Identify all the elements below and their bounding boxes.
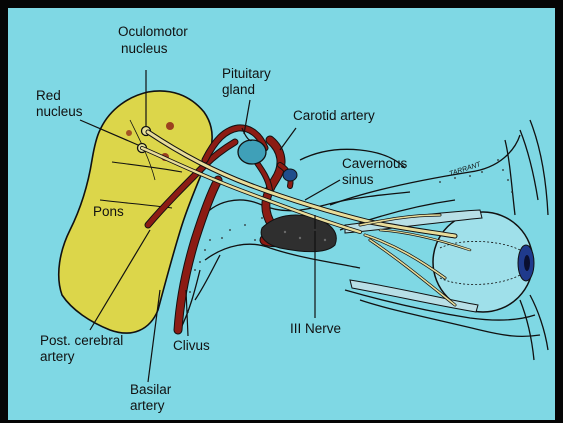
label-iii-nerve: III Nerve (290, 321, 341, 336)
eyeball (433, 212, 534, 312)
label-clivus: Clivus (173, 338, 210, 353)
label-pons: Pons (93, 204, 124, 219)
label-carotid-artery: Carotid artery (293, 108, 375, 123)
